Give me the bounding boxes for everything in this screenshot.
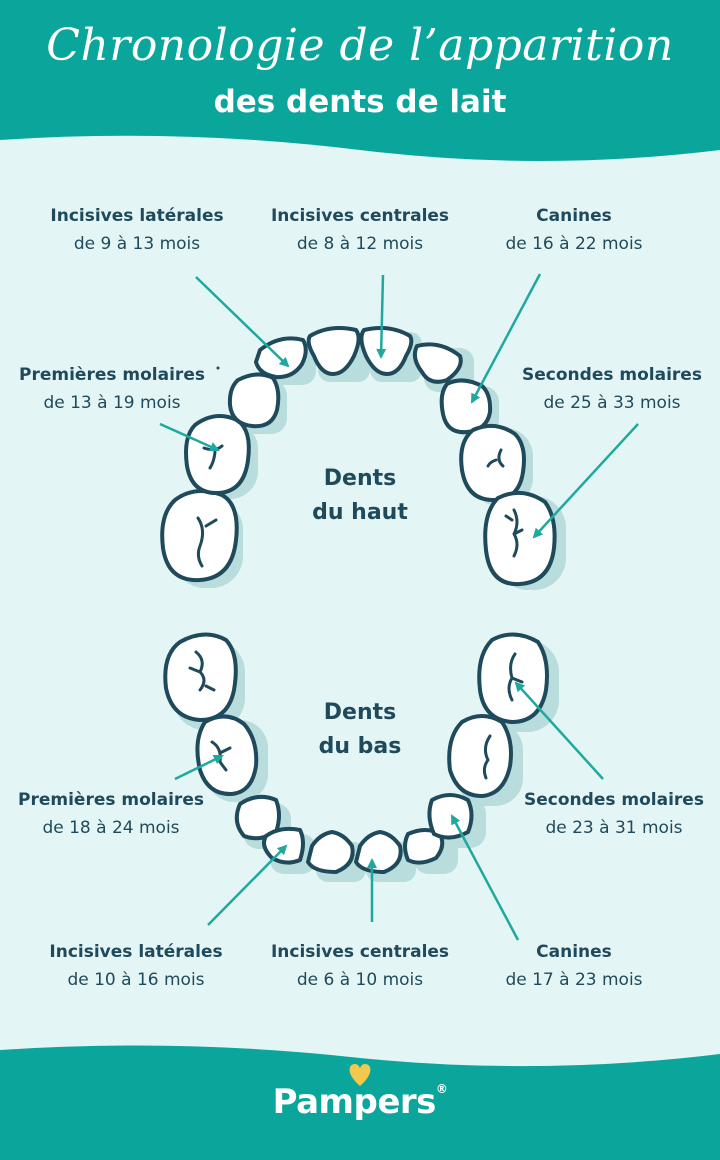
pampers-logo: Pampers® — [0, 1082, 720, 1122]
upper-right-canine — [439, 378, 493, 435]
arrow-lower-incisives-laterales — [207, 844, 288, 926]
upper-left-second-molar — [160, 489, 239, 583]
upper-left-canine — [227, 372, 281, 429]
label-age: de 13 à 19 mois — [43, 393, 181, 413]
label-age: de 9 à 13 mois — [73, 234, 201, 254]
heart-icon — [349, 1064, 371, 1086]
arrow-upper-canines — [470, 273, 542, 404]
label-age: de 17 à 23 mois — [505, 970, 643, 990]
arrow-lower-secondes-molaires — [514, 681, 604, 780]
label-upper-premieres-molaires: Premières molaires de 13 à 19 mois — [0, 361, 232, 417]
lower-center-label: Dents du bas — [260, 696, 460, 764]
arrow-lower-premieres-molaires — [174, 754, 224, 781]
label-lower-canines: Canines de 17 à 23 mois — [454, 938, 694, 994]
upper-left-central-incisor — [306, 326, 361, 376]
upper-center-line2: du haut — [312, 500, 408, 525]
lower-arrows — [174, 681, 604, 941]
arrow-lower-canines — [450, 814, 520, 941]
label-age: de 18 à 24 mois — [42, 818, 180, 838]
lower-right-central-incisor — [354, 830, 403, 874]
lower-left-central-incisor — [306, 830, 355, 874]
arrow-upper-incisives-laterales — [195, 276, 290, 368]
label-age: de 6 à 10 mois — [296, 970, 424, 990]
arrow-upper-incisives-centrales — [376, 274, 387, 359]
lower-left-second-molar — [163, 632, 238, 722]
label-upper-incisives-laterales: Incisives latérales de 9 à 13 mois — [17, 202, 257, 258]
lower-center-line2: du bas — [318, 734, 402, 759]
upper-jaw — [160, 326, 566, 590]
label-name: Secondes molaires — [524, 790, 704, 810]
label-name: Incisives latérales — [50, 206, 224, 226]
registered-mark: ® — [435, 1082, 448, 1096]
lower-left-lateral-incisor — [262, 826, 305, 865]
page-title: Chronologie de l’apparition — [46, 20, 674, 71]
label-name: Incisives centrales — [270, 942, 450, 962]
label-upper-secondes-molaires: Secondes molaires de 25 à 33 mois — [492, 361, 720, 417]
label-lower-secondes-molaires: Secondes molaires de 23 à 31 mois — [494, 786, 720, 842]
label-name: Premières molaires — [18, 790, 204, 810]
label-age: de 23 à 31 mois — [545, 818, 683, 838]
logo-text: Pampers — [272, 1082, 437, 1122]
upper-arrows — [159, 273, 639, 539]
upper-center-label: Dents du haut — [260, 462, 460, 530]
page-subtitle: des dents de lait — [213, 84, 507, 120]
lower-left-first-molar — [195, 714, 259, 797]
upper-center-line1: Dents — [323, 466, 397, 491]
label-name: Incisives centrales — [270, 206, 450, 226]
label-age: de 8 à 12 mois — [296, 234, 424, 254]
label-name: Incisives latérales — [49, 942, 223, 962]
label-lower-incisives-centrales: Incisives centrales de 6 à 10 mois — [240, 938, 480, 994]
upper-right-central-incisor — [359, 326, 414, 376]
lower-right-canine — [427, 793, 474, 840]
label-age: de 25 à 33 mois — [543, 393, 681, 413]
label-name: Canines — [536, 206, 612, 226]
label-name: Secondes molaires — [522, 365, 702, 385]
label-lower-incisives-laterales: Incisives latérales de 10 à 16 mois — [16, 938, 256, 994]
arrow-upper-premieres-molaires — [159, 422, 220, 452]
label-age: de 10 à 16 mois — [67, 970, 205, 990]
label-upper-canines: Canines de 16 à 22 mois — [454, 202, 694, 258]
footer-band — [0, 1045, 720, 1160]
label-lower-premieres-molaires: Premières molaires de 18 à 24 mois — [0, 786, 231, 842]
upper-right-lateral-incisor — [412, 342, 463, 384]
arrow-upper-secondes-molaires — [532, 423, 639, 539]
upper-left-first-molar — [184, 414, 251, 496]
label-name: Premières molaires — [19, 365, 205, 385]
label-upper-incisives-centrales: Incisives centrales de 8 à 12 mois — [240, 202, 480, 258]
upper-right-second-molar — [483, 490, 557, 587]
label-name: Canines — [536, 942, 612, 962]
label-age: de 16 à 22 mois — [505, 234, 643, 254]
header-band — [0, 0, 720, 161]
lower-center-line1: Dents — [323, 700, 397, 725]
